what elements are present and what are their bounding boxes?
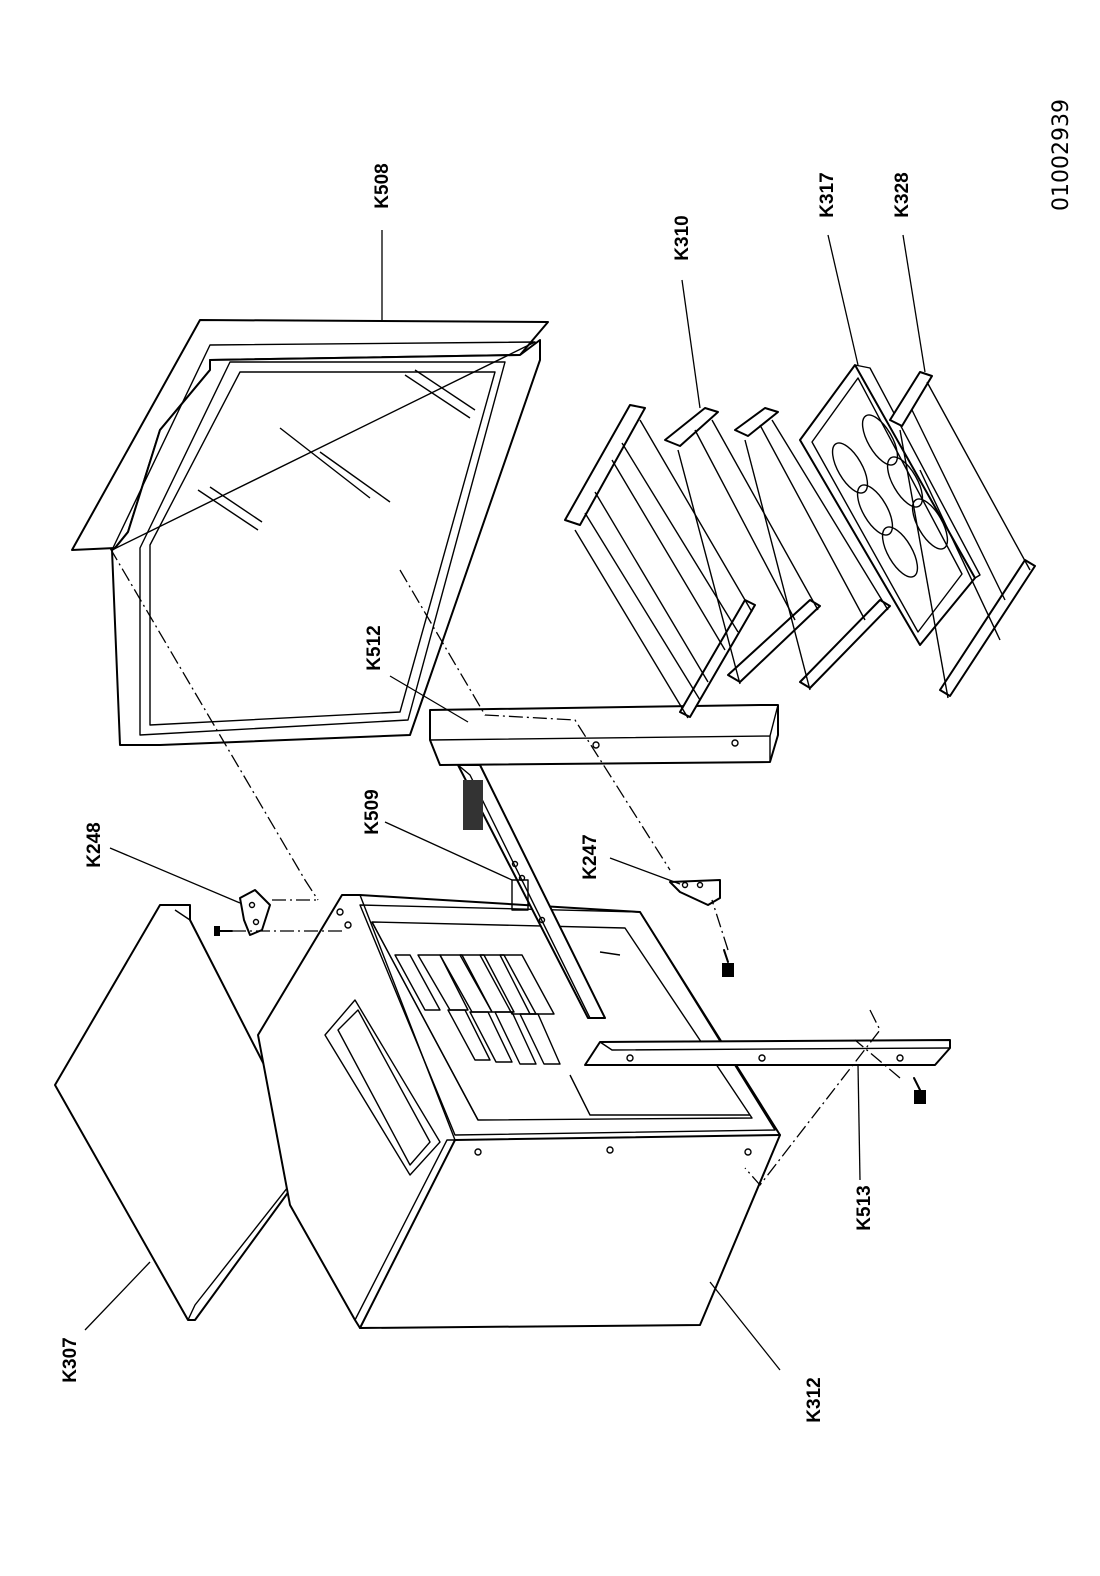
part-labels: K307 K312 K248 K509 K247 K512 K513 K508 … [60, 99, 1074, 1423]
label-k328: K328 [892, 172, 913, 217]
document-number: 01002939 [1049, 99, 1074, 211]
door-hinge-screw [722, 949, 734, 977]
label-k508: K508 [372, 163, 393, 208]
label-k310: K310 [672, 215, 693, 260]
shelf-rack-3 [734, 407, 891, 691]
shelf-rack-1 [564, 404, 756, 719]
label-k247: K247 [580, 834, 601, 879]
door-hinge-plate [669, 879, 721, 906]
label-k513: K513 [854, 1185, 875, 1230]
label-k509: K509 [362, 789, 383, 834]
assembly-lines [109, 547, 901, 1187]
hinge-bracket [239, 889, 271, 936]
shelf-rack-2 [664, 407, 821, 685]
leader-lines [84, 230, 926, 1371]
label-k512: K512 [364, 625, 385, 670]
cabinet-body [257, 894, 781, 1329]
label-k312: K312 [804, 1377, 825, 1422]
control-panel-strip [457, 764, 606, 1019]
glass-door [71, 319, 549, 746]
profile-screw [913, 1077, 926, 1104]
shelf-solid [799, 364, 981, 646]
hinge-screw [214, 926, 233, 936]
lower-angle-profile [584, 1039, 951, 1066]
upper-angle-profile [429, 704, 779, 766]
interior-shelf-rails [394, 951, 750, 1116]
shelf-rack-4 [889, 371, 1036, 699]
label-k248: K248 [84, 822, 105, 867]
label-k307: K307 [60, 1337, 81, 1382]
label-k317: K317 [817, 172, 838, 217]
